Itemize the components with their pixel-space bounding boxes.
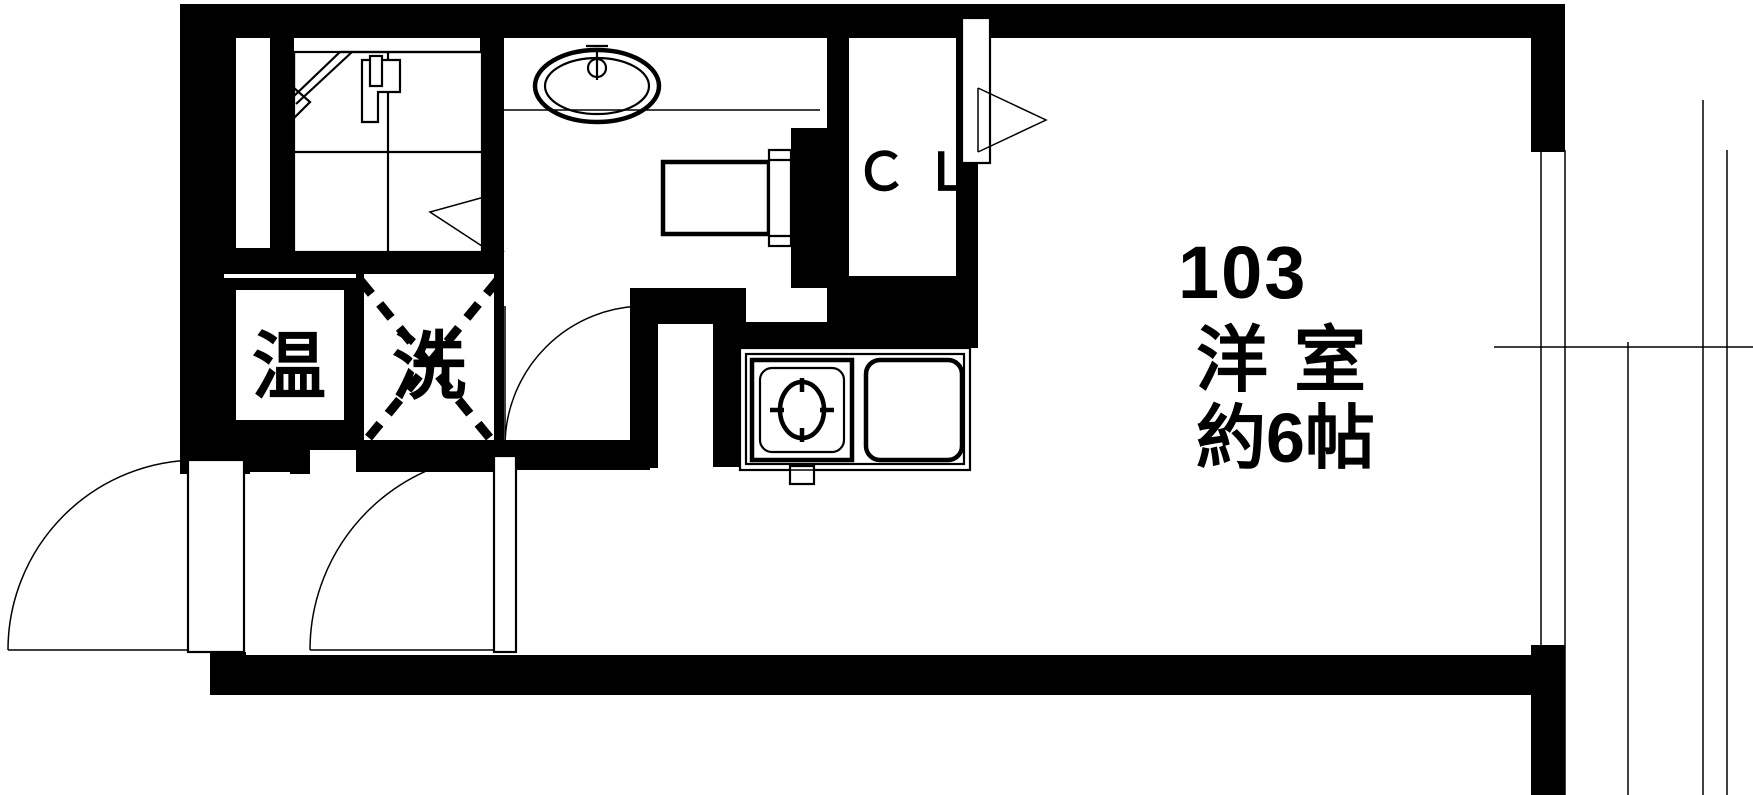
closet-label: ＣＬ xyxy=(855,144,991,202)
structural-walls xyxy=(180,4,1565,795)
unit-bath-room xyxy=(214,38,505,274)
room-type-label: 洋室 xyxy=(1196,321,1392,401)
unit-number-label: 103 xyxy=(1178,231,1307,314)
kitchen-unit xyxy=(713,288,978,486)
water-heater-label: 温 xyxy=(252,325,326,408)
water-heater-box xyxy=(214,270,358,450)
washing-machine-label: 洗 xyxy=(392,325,466,408)
room-size-label: 約6帖 xyxy=(1196,399,1375,477)
window-right xyxy=(1494,100,1753,795)
toilet-room xyxy=(504,44,827,288)
washing-machine-box xyxy=(356,270,504,462)
hall-walls xyxy=(214,288,746,474)
doors xyxy=(7,305,646,672)
